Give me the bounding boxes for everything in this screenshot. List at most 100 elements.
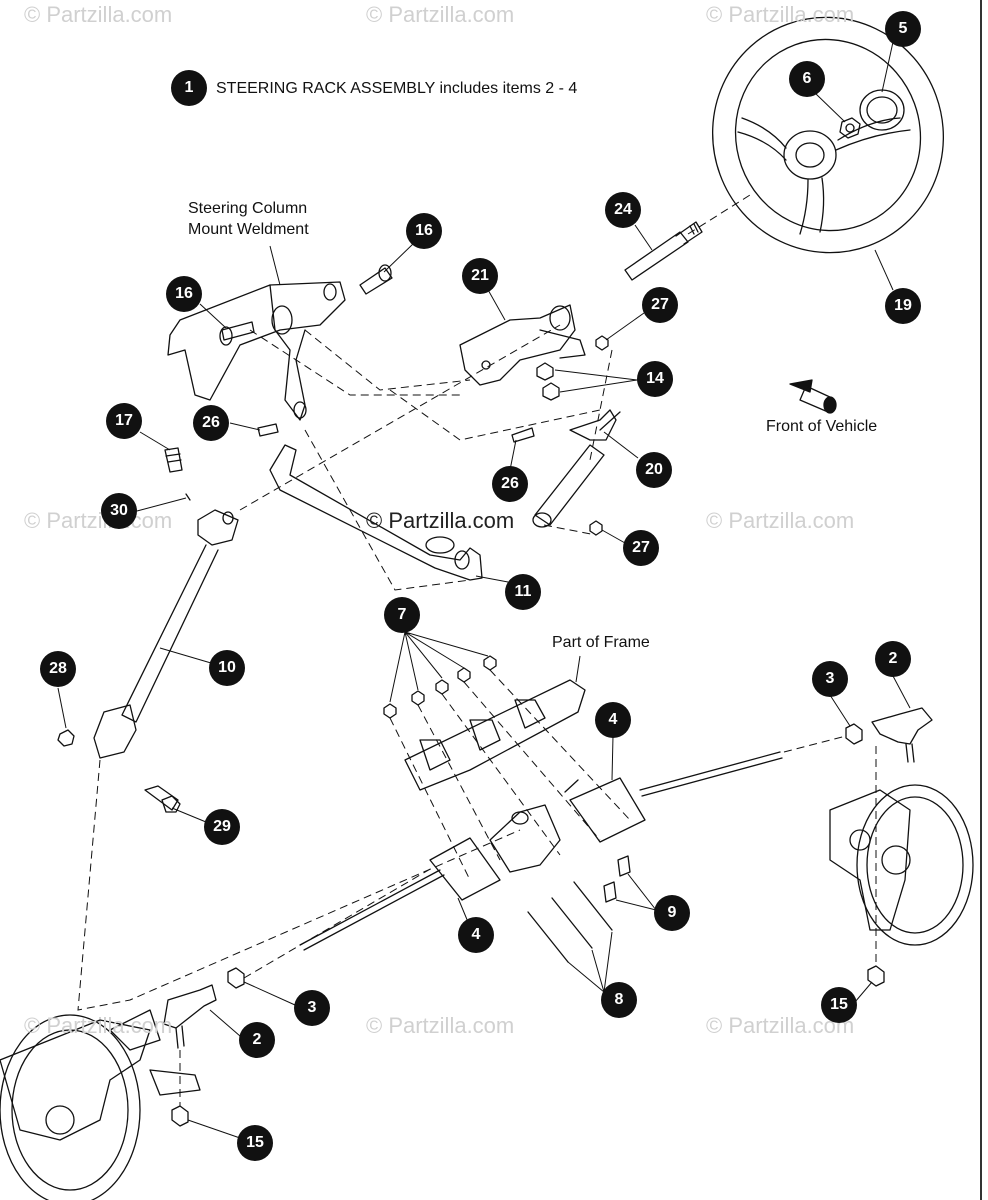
bolts-9 [603,855,631,903]
horn-cap [859,89,905,131]
leader-line [615,873,657,911]
leader-line [229,422,261,431]
leader-line [554,369,638,393]
tie-rod-end-left [163,984,217,1049]
leader-line [881,41,894,93]
leader-line [575,655,581,683]
callout-20[interactable]: 20 [636,452,672,488]
tie-rod-end-right [871,707,933,763]
callout-10[interactable]: 10 [209,650,245,686]
callout-11[interactable]: 11 [505,574,541,610]
leader-line [187,1119,241,1139]
column-mount-weldment [167,281,346,421]
callout-26-lower[interactable]: 26 [492,466,528,502]
nut-27-lower [589,520,603,536]
callout-16-top[interactable]: 16 [406,213,442,249]
leader-line [457,897,469,923]
callout-21[interactable]: 21 [462,258,498,294]
assembly-path [304,429,471,591]
assembly-path [243,867,433,979]
bolt-16-left [219,321,255,346]
callout-2-left[interactable]: 2 [239,1022,275,1058]
bolt-26-upper [257,423,279,437]
wheel-nut [839,117,861,139]
leader-line [611,735,614,781]
steering-rack [299,751,783,951]
callout-16-left[interactable]: 16 [166,276,202,312]
leader-line [509,439,517,471]
leader-line [605,312,645,341]
frame-section [404,679,586,791]
callout-8[interactable]: 8 [601,982,637,1018]
assembly-path [687,194,751,235]
leader-line [874,249,894,291]
bolt-17 [164,447,183,473]
assembly-path [249,329,460,396]
leader-line [199,303,227,329]
leader-line [209,1009,241,1037]
assembly-path [783,735,847,753]
assembly-path [239,324,561,511]
upper-shaft [624,221,703,281]
note-text: STEERING RACK ASSEMBLY includes items 2 … [216,80,578,97]
bolt-26-lower [511,427,535,443]
callout-24[interactable]: 24 [605,192,641,228]
nut-15-right [867,965,885,987]
label-steering-column: Steering Column [188,200,308,217]
leader-line [243,981,296,1006]
watermark: © Partzilla.com [706,2,855,27]
leader-line [829,694,851,727]
assembly-path [389,389,601,441]
callout-4-upper[interactable]: 4 [595,702,631,738]
bolt-16-top [359,264,393,295]
leader-line [601,529,626,544]
assembly-path [589,349,613,461]
callout-17[interactable]: 17 [106,403,142,439]
assembly-path [489,669,631,821]
assembly-path [77,759,521,1011]
assembly-path [389,717,471,881]
steering-wheel [711,16,945,254]
callout-29[interactable]: 29 [204,809,240,845]
label-part-of-frame: Part of Frame [552,634,650,651]
callout-3-right[interactable]: 3 [812,661,848,697]
callout-27-upper[interactable]: 27 [642,287,678,323]
assembly-path [463,681,601,841]
front-arrow-icon [789,379,837,414]
column-bracket [459,304,586,386]
knuckle-right [829,784,974,946]
callout-28[interactable]: 28 [40,651,76,687]
leader-line [854,981,873,1003]
leader-line [486,287,506,321]
callout-14[interactable]: 14 [637,361,673,397]
callout-9[interactable]: 9 [654,895,690,931]
callout-27-lower[interactable]: 27 [623,530,659,566]
callout-15-right[interactable]: 15 [821,987,857,1023]
assembly-path [441,693,561,856]
intermediate-shaft [93,509,239,759]
callout-7[interactable]: 7 [384,597,420,633]
bracket-11 [269,444,483,581]
knuckle-left [0,1009,201,1200]
callout-2-right[interactable]: 2 [875,641,911,677]
label-front-of-vehicle: Front of Vehicle [766,418,878,435]
center-watermark: © Partzilla.com [366,508,515,533]
leader-line [389,631,489,703]
callout-1[interactable]: 1 [171,70,207,106]
callout-30[interactable]: 30 [101,493,137,529]
nuts-7 [383,655,497,719]
bolts-8 [527,881,613,963]
callout-4-lower[interactable]: 4 [458,917,494,953]
leader-line [892,675,911,709]
leader-line [57,687,67,729]
nut-3-right [845,723,863,745]
leader-line [269,245,281,286]
callout-5[interactable]: 5 [885,11,921,47]
watermark: © Partzilla.com [366,2,515,27]
callout-6[interactable]: 6 [789,61,825,97]
callout-19[interactable]: 19 [885,288,921,324]
callout-26-upper[interactable]: 26 [193,405,229,441]
callout-3-left[interactable]: 3 [294,990,330,1026]
callout-15-left[interactable]: 15 [237,1125,273,1161]
leader-line [171,807,207,823]
